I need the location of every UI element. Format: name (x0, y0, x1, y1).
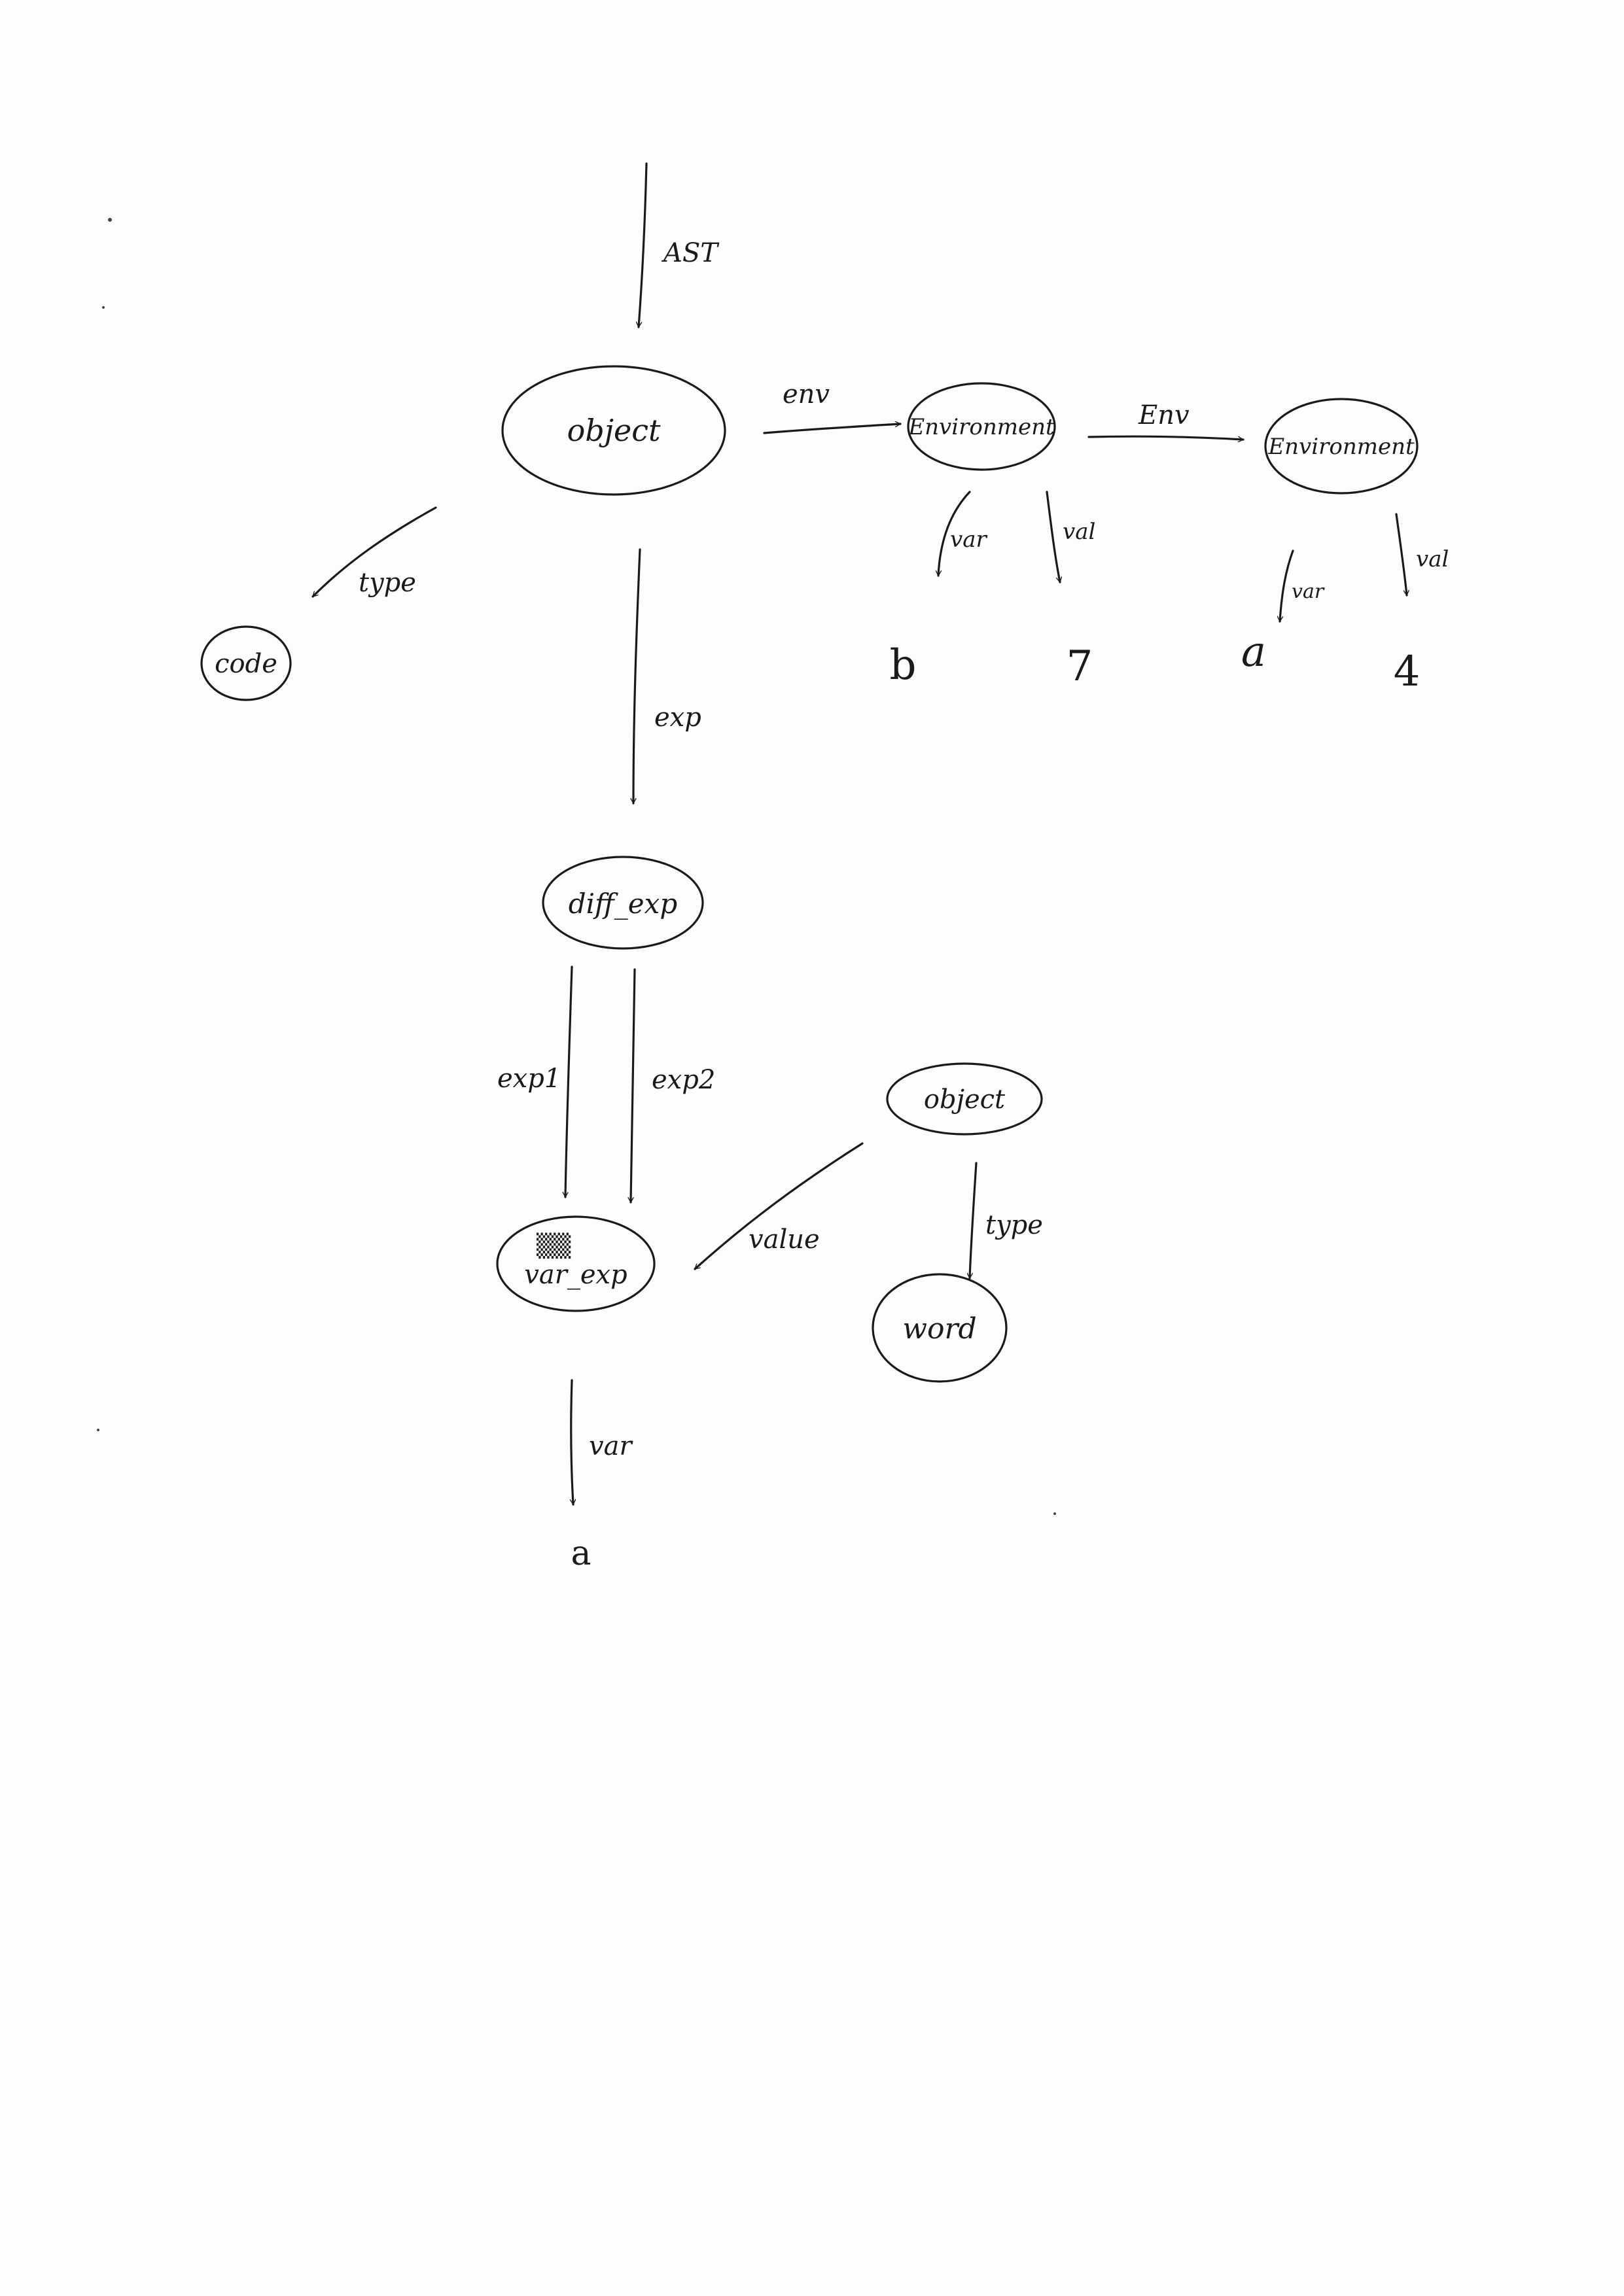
edge-exp1: exp1 (497, 965, 573, 1198)
node-code-label: code (215, 649, 277, 679)
edge-exp1-label: exp1 (497, 1064, 561, 1094)
node-code: code (200, 625, 292, 701)
leaf-4: 4 (1394, 648, 1421, 696)
node-environment-2: Environment (1264, 398, 1419, 495)
edge-ast: AST (639, 162, 720, 328)
leaf-7: 7 (1067, 642, 1093, 691)
edge-type-1-label: type (359, 568, 416, 598)
edge-env-2: Env (1087, 400, 1244, 440)
node-environment-1: Environment (907, 382, 1056, 471)
node-diff-exp-label: diff_exp (569, 888, 678, 920)
edge-val-1-label: val (1063, 519, 1095, 545)
leaf-a-var: a (571, 1534, 591, 1573)
edge-exp2-label: exp2 (652, 1065, 715, 1095)
edge-env: env (763, 379, 902, 434)
edge-type-1: type (311, 506, 437, 598)
leaf-b: b (890, 641, 917, 689)
edge-var-3-label: var (589, 1431, 633, 1461)
node-object-2-label: object (924, 1085, 1006, 1115)
edge-val-2: val (1395, 513, 1449, 597)
node-object-main-label: object (567, 413, 661, 448)
edge-type-2-label: type (985, 1210, 1043, 1240)
edge-var-3: var (571, 1379, 633, 1506)
node-environment-1-label: Environment (908, 414, 1055, 440)
node-environment-2-label: Environment (1267, 434, 1415, 460)
node-var-exp-label: var_exp (524, 1260, 627, 1290)
edge-type-2: type (970, 1162, 1043, 1279)
edge-exp: exp (633, 548, 701, 805)
edge-var-2-label: var (1292, 580, 1325, 603)
edge-exp2: exp2 (631, 968, 715, 1204)
edge-value-label: value (749, 1225, 820, 1255)
node-object-main: object (501, 365, 726, 496)
leaf-a-env: a (1241, 628, 1266, 676)
edge-val-2-label: val (1416, 546, 1449, 572)
node-object-2: object (886, 1062, 1043, 1136)
edge-var-1: var (938, 491, 987, 577)
edge-env-2-label: Env (1138, 400, 1190, 430)
edge-value: value (694, 1142, 864, 1270)
edge-ast-label: AST (661, 238, 720, 268)
scan-specks (97, 218, 1056, 1515)
edge-var-2: var (1280, 549, 1325, 623)
node-var-exp: ▒▒ var_exp (496, 1215, 656, 1312)
node-word-label: word (902, 1312, 976, 1346)
edge-var-1-label: var (950, 527, 987, 553)
edge-env-label: env (783, 379, 830, 409)
scribbled-out-label: ▒▒ (537, 1232, 571, 1259)
node-word: word (872, 1273, 1008, 1383)
edge-exp-label: exp (654, 703, 701, 733)
edge-val-1: val (1046, 491, 1095, 583)
node-diff-exp: diff_exp (542, 856, 704, 950)
